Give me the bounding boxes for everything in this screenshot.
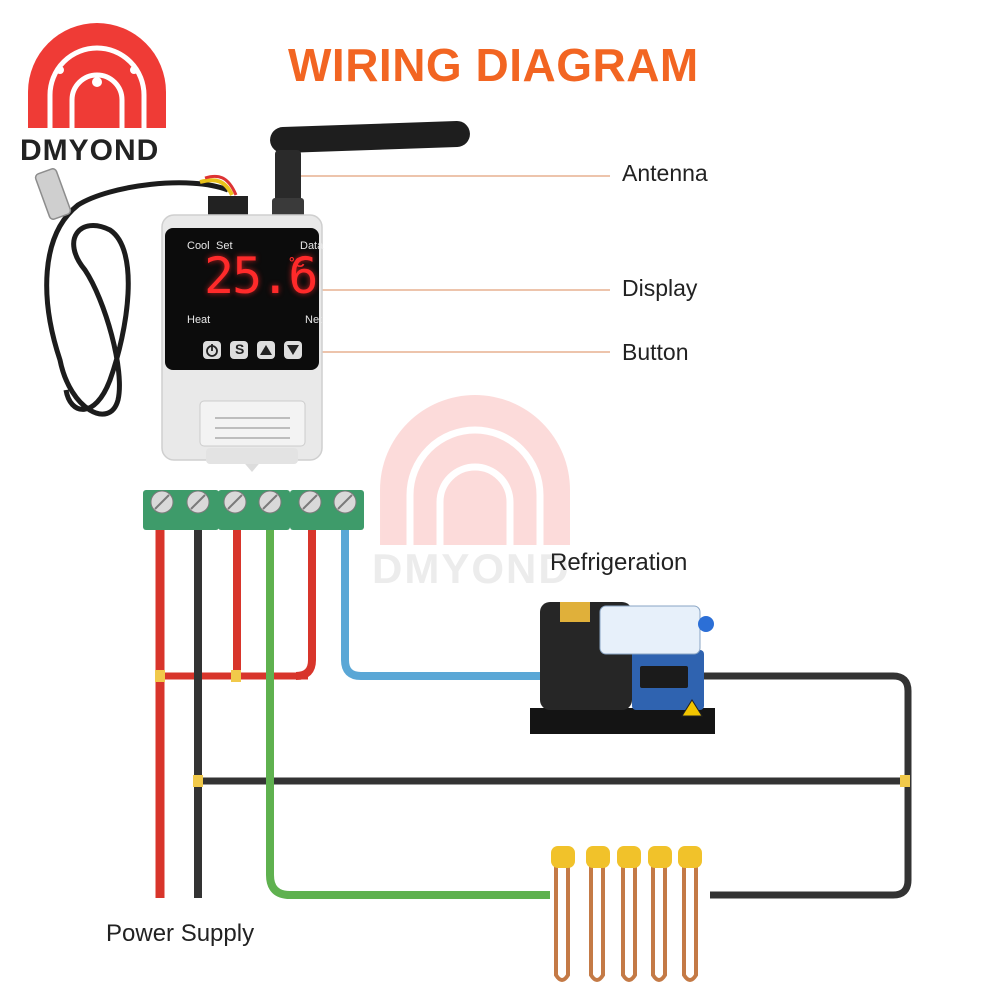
watermark-logo xyxy=(380,395,570,545)
antenna-icon xyxy=(270,120,470,222)
temperature-unit: °C xyxy=(289,254,305,270)
terminal-blocks xyxy=(143,490,364,530)
brand-logo xyxy=(28,23,166,128)
set-button-label: S xyxy=(235,341,245,357)
green-wire xyxy=(266,530,550,899)
display-label-cool: Cool xyxy=(187,240,210,252)
display-label-data: Data xyxy=(300,240,324,252)
blue-wire xyxy=(341,530,540,680)
set-button[interactable] xyxy=(230,341,248,359)
power-supply-label: Power Supply xyxy=(106,920,255,947)
display-label-net: Net xyxy=(305,314,323,326)
heating-elements xyxy=(551,846,702,982)
callout-antenna: Antenna xyxy=(622,160,708,186)
display-label-set: Set xyxy=(216,240,233,252)
controller-device xyxy=(161,214,323,472)
probe-cable xyxy=(34,168,248,417)
device-buttons xyxy=(203,341,302,359)
display-label-heat: Heat xyxy=(187,314,211,326)
watermark-brand-name: DMYOND xyxy=(372,545,571,592)
callout-button: Button xyxy=(622,339,689,365)
refrigeration-label: Refrigeration xyxy=(550,549,688,576)
temperature-readout: 25.6 xyxy=(204,247,318,305)
refrigeration-unit xyxy=(530,602,715,734)
wires xyxy=(155,530,912,899)
page-title: WIRING DIAGRAM xyxy=(288,39,699,91)
callout-display: Display xyxy=(622,275,698,301)
brand-name: DMYOND xyxy=(20,134,160,167)
callout-lines xyxy=(285,175,610,353)
